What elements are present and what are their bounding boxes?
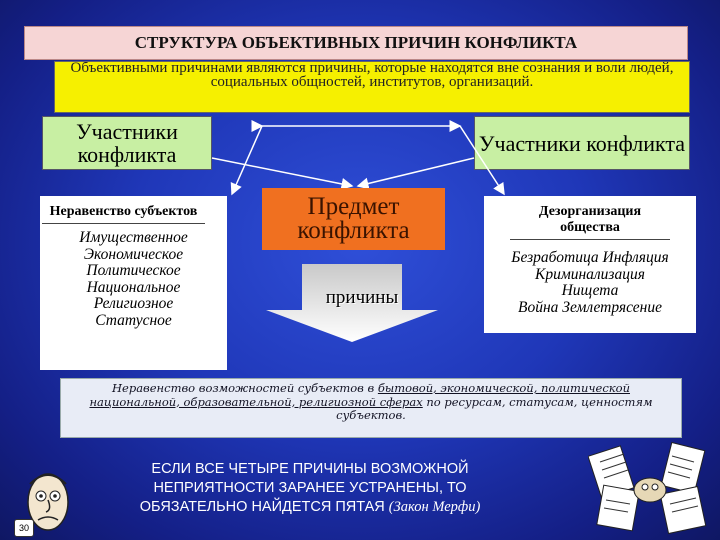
disorganization-item: Криминализация xyxy=(535,265,645,283)
slide-title: СТРУКТУРА ОБЪЕКТИВНЫХ ПРИЧИН КОНФЛИКТА xyxy=(24,26,688,60)
inequality-item: Религиозное xyxy=(93,295,174,312)
inequality-description: Неравенство возможностей субъектов в быт… xyxy=(60,378,682,438)
murphy-line: ОБЯЗАТЕЛЬНО НАЙДЕТСЯ ПЯТАЯ xyxy=(139,499,385,515)
right-to-subject-arrow xyxy=(356,157,475,190)
to-inequality-arrow xyxy=(230,125,263,196)
murphy-line: ЕСЛИ ВСЕ ЧЕТЫРЕ ПРИЧИНЫ ВОЗМОЖНОЙ xyxy=(151,461,469,477)
inequality-item: Политическое xyxy=(86,262,181,279)
participants-right-box: Участники конфликта xyxy=(474,116,690,170)
disorganization-heading: Дезорганизация общества xyxy=(510,204,670,240)
subject-box: Предмет конфликта xyxy=(262,188,445,250)
participants-left-label: Участники конфликта xyxy=(76,119,178,167)
participants-left-box: Участники конфликта xyxy=(42,116,212,170)
description-underlined-text: бытовой, экономической, политической нац… xyxy=(89,381,630,409)
papers-clipart-icon xyxy=(588,441,707,535)
inequality-panel: Неравенство субъектов Имущественное Экон… xyxy=(40,196,227,370)
slide-number: 30 xyxy=(14,519,34,537)
causes-label: причины xyxy=(325,287,399,308)
left-to-subject-arrow xyxy=(211,157,354,190)
cartoon-face-icon xyxy=(27,473,69,531)
disorganization-item: Безработица Инфляция xyxy=(511,249,669,266)
murphy-law-text: ЕСЛИ ВСЕ ЧЕТЫРЕ ПРИЧИНЫ ВОЗМОЖНОЙ НЕПРИЯ… xyxy=(100,460,520,517)
inequality-item: Экономическое xyxy=(83,245,184,263)
inequality-heading: Неравенство субъектов xyxy=(42,204,205,224)
to-disorganization-arrow xyxy=(459,125,505,196)
subject-label: Предмет конфликта xyxy=(297,193,410,244)
inequality-item: Имущественное xyxy=(79,229,188,246)
participants-right-label: Участники конфликта xyxy=(478,130,686,156)
description-text-end: по ресурсам, статусам, ценностям субъект… xyxy=(336,394,653,422)
inequality-item: Статусное xyxy=(95,311,172,329)
inequality-item: Национальное xyxy=(86,278,181,296)
murphy-author: (Закон Мерфи) xyxy=(388,499,481,515)
definition-box: Объективными причинами являются причины,… xyxy=(54,61,690,113)
down-arrow-icon xyxy=(266,264,438,342)
description-text: Неравенство возможностей субъектов в xyxy=(112,381,378,395)
definition-text: Объективными причинами являются причины,… xyxy=(70,61,674,90)
disorganization-panel: Дезорганизация общества Безработица Инфл… xyxy=(484,196,696,333)
murphy-line: НЕПРИЯТНОСТИ ЗАРАНЕЕ УСТРАНЕНЫ, ТО xyxy=(153,480,467,496)
disorganization-item: Нищета xyxy=(561,282,619,299)
disorganization-item: Война Землетрясение xyxy=(518,298,662,316)
slide-title-text: СТРУКТУРА ОБЪЕКТИВНЫХ ПРИЧИН КОНФЛИКТА xyxy=(134,33,578,52)
